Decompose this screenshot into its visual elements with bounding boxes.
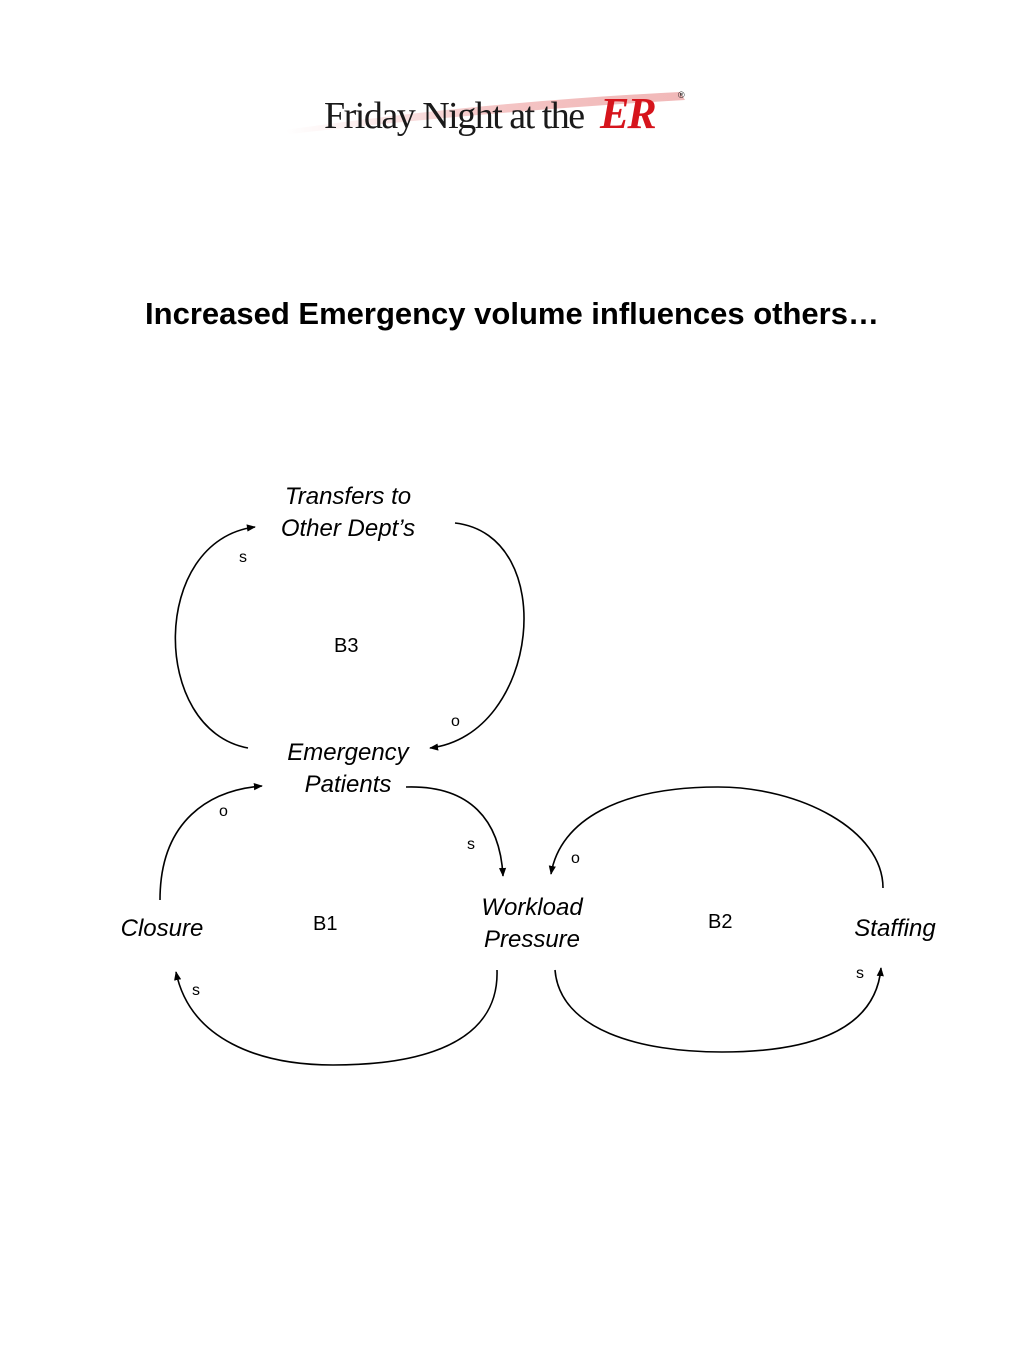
node-staffing: Staffing (825, 913, 965, 945)
node-emergency-line-1: Emergency (287, 739, 409, 766)
polarity-emergency-to-transfers: s (239, 549, 247, 566)
logo-swoosh (285, 92, 685, 134)
arrow-workload-to-closure (174, 969, 498, 1066)
arrow-transfers-to-emergency (429, 522, 525, 751)
node-transfers-to-other-depts: Transfers to Other Dept’s (248, 481, 448, 545)
polarity-workload-to-staffing: s (856, 965, 864, 982)
node-emergency-line-2: Patients (304, 771, 392, 798)
node-transfers-line-2: Other Dept’s (280, 515, 416, 542)
loop-label-b3: B3 (334, 635, 359, 657)
arrow-workload-to-staffing (554, 967, 884, 1053)
brand-logo: Friday Night at the ER ® (280, 82, 700, 144)
node-closure-line-1: Closure (120, 915, 204, 942)
arrow-closure-to-emergency (159, 783, 263, 901)
polarity-staffing-to-workload: o (571, 850, 580, 867)
arrow-staffing-to-workload (548, 786, 884, 889)
polarity-transfers-to-emergency: o (451, 713, 460, 730)
loop-label-b1: B1 (313, 913, 338, 935)
logo-er: ER (600, 89, 657, 138)
node-emergency-patients: Emergency Patients (258, 737, 438, 801)
node-closure: Closure (92, 913, 232, 945)
logo-text: Friday Night at the (324, 95, 585, 137)
polarity-emergency-to-workload: s (467, 836, 475, 853)
node-workload-line-1: Workload (481, 894, 583, 921)
arrow-emergency-to-transfers (174, 524, 256, 749)
node-workload-pressure: Workload Pressure (442, 892, 622, 956)
node-workload-line-2: Pressure (483, 926, 581, 953)
loop-label-b2: B2 (708, 911, 733, 933)
polarity-workload-to-closure: s (192, 982, 200, 999)
arrow-emergency-to-workload (405, 786, 507, 877)
polarity-closure-to-emergency: o (219, 803, 228, 820)
page-title: Increased Emergency volume influences ot… (145, 296, 879, 331)
registered-mark: ® (678, 90, 685, 100)
node-staffing-line-1: Staffing (854, 915, 936, 942)
node-transfers-line-1: Transfers to (284, 483, 412, 510)
